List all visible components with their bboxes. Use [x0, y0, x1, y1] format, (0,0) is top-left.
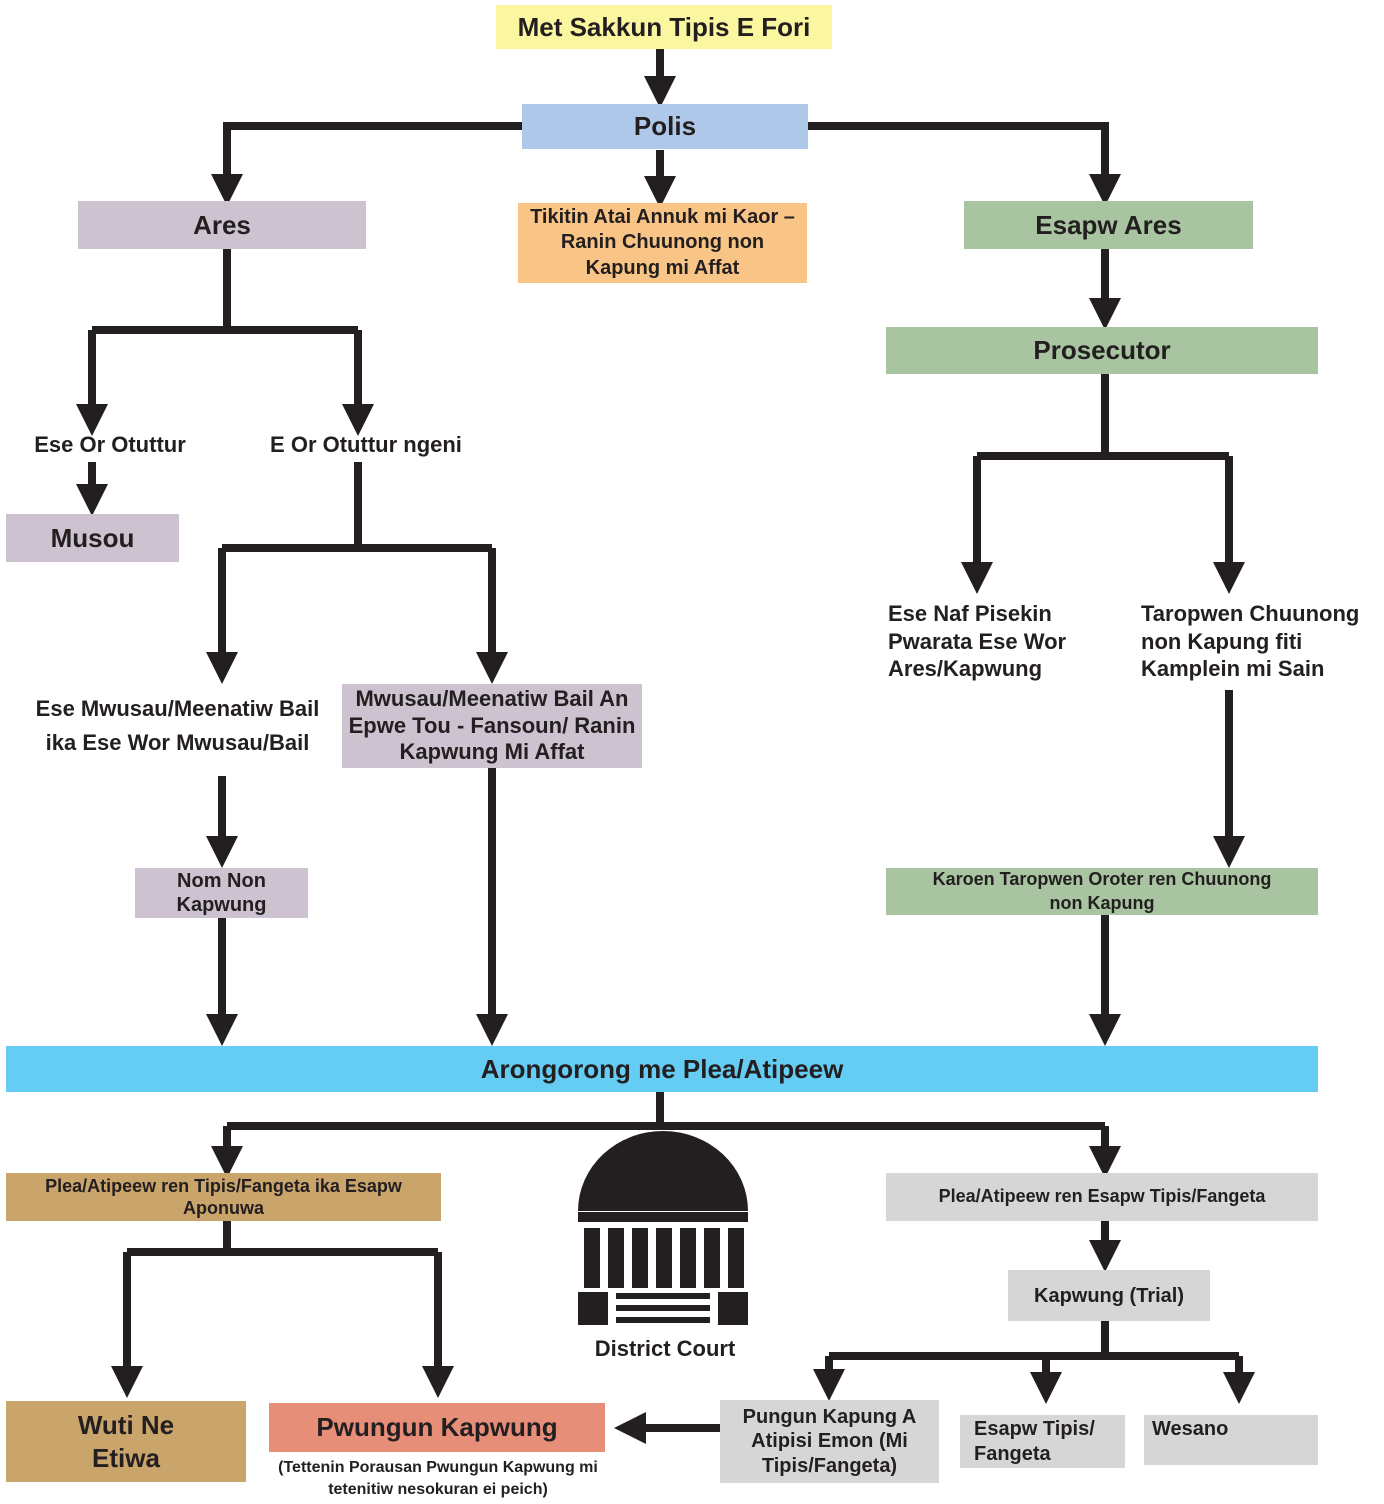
node-wuti: Wuti Ne Etiwa — [6, 1401, 246, 1482]
node-wesano: Wesano — [1144, 1415, 1318, 1465]
node-taropwen: Taropwen Chuunong non Kapung fiti Kample… — [1141, 601, 1360, 681]
node-nom-non-kapwung: Nom Non Kapwung — [135, 868, 308, 918]
node-pwungun-note: (Tettenin Porausan Pwungun Kapwung mi te… — [278, 1459, 598, 1498]
node-ticket: Tikitin Atai Annuk mi Kaor – Ranin Chuun… — [518, 203, 807, 283]
node-ares: Ares — [78, 201, 366, 249]
courthouse-icon — [578, 1131, 748, 1325]
arrow-e-or-to-ese-mwusau — [222, 544, 492, 668]
arrow-trial-to-pungun — [829, 1352, 1239, 1385]
node-karoen: Karoen Taropwen Oroter ren Chuunong non … — [886, 868, 1318, 915]
node-ese-naf: Ese Naf Pisekin Pwarata Ese Wor Ares/Kap… — [888, 601, 1067, 681]
node-arongorong: Arongorong me Plea/Atipeew — [6, 1046, 1318, 1092]
node-esapw-ares: Esapw Ares — [964, 201, 1253, 249]
arrow-ares-to-ese-or — [92, 326, 358, 420]
node-plea-tipis: Plea/Atipeew ren Tipis/Fangeta ika Esapw… — [6, 1173, 441, 1221]
node-kapwung-trial: Kapwung (Trial) — [1008, 1270, 1210, 1321]
arrow-prosecutor-to-ese-naf — [977, 452, 1229, 578]
node-ese-mwusau: Ese Mwusau/Meenatiw Bail ika Ese Wor Mwu… — [35, 695, 320, 755]
node-plea-esapw: Plea/Atipeew ren Esapw Tipis/Fangeta — [886, 1173, 1318, 1221]
label-district-court: District Court — [594, 1335, 736, 1361]
node-pungun-atipisi: Pungun Kapung A Atipisi Emon (Mi Tipis/F… — [720, 1400, 939, 1483]
node-prosecutor: Prosecutor — [886, 327, 1318, 374]
arrow-polis-to-ares — [211, 122, 522, 206]
arrow-plea-tipis-to-wuti — [127, 1248, 438, 1382]
arrow-polis-to-esapw-ares — [808, 122, 1121, 206]
node-polis: Polis — [522, 104, 808, 149]
node-musou: Musou — [6, 514, 179, 562]
node-mwusau-bail: Mwusau/Meenatiw Bail An Epwe Tou - Fanso… — [342, 684, 642, 768]
node-esapw-tipis: Esapw Tipis/ Fangeta — [960, 1415, 1125, 1468]
node-start: Met Sakkun Tipis E Fori — [496, 5, 832, 49]
node-e-or-otuttur-ngeni: E Or Otuttur ngeni — [270, 431, 462, 457]
arrow-arongorong-to-plea-tipis — [227, 1122, 1105, 1162]
node-ese-or-otuttur: Ese Or Otuttur — [34, 431, 186, 457]
node-pwungun: Pwungun Kapwung — [269, 1403, 605, 1452]
